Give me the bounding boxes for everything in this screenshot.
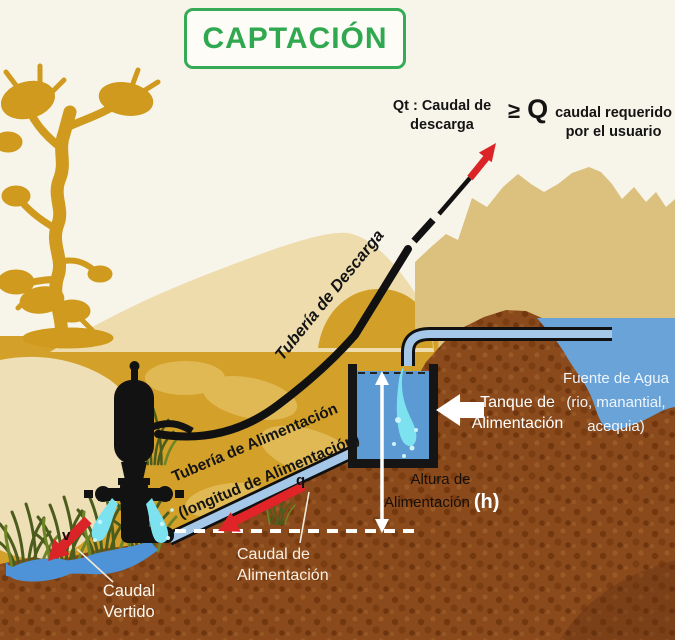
q-definition: caudal requerido por el usuario (555, 105, 672, 140)
spilled-flow-label: Caudal Vertido (102, 582, 156, 622)
white-block-arrow (436, 394, 484, 426)
source-pipe (401, 327, 612, 366)
pale-wash (0, 356, 137, 559)
head-height-arrow (375, 371, 389, 533)
title-box: CAPTACIÓN (184, 8, 406, 69)
feed-tank (348, 364, 438, 468)
soil-ground (0, 310, 675, 640)
red-arrow-discharge (467, 143, 496, 181)
q-symbol: Q (527, 94, 549, 124)
water-source-label: Fuente de Agua (rio, manantial, acequia) (563, 370, 669, 435)
soil-shadow (560, 560, 675, 640)
tree-silhouette (0, 63, 161, 349)
head-label-line2: Alimentación (h) (384, 491, 500, 513)
pump-splash (91, 498, 174, 543)
feed-flow-symbol: q (296, 472, 306, 489)
spilled-flow-symbol: v (62, 527, 71, 544)
feed-pipe (166, 446, 354, 546)
mountain-ridge (415, 167, 675, 340)
feed-flow-label: Caudal de Alimentación (237, 546, 329, 584)
head-symbol: (h) (473, 491, 500, 513)
geq-operator: ≥ (508, 98, 521, 123)
tank-splash (392, 366, 418, 458)
gold-mound (318, 288, 433, 348)
page-title: CAPTACIÓN (202, 21, 388, 55)
tank-label: Tanque de Alimentación (471, 394, 564, 432)
leader-line-q (299, 491, 310, 544)
water-source (537, 318, 675, 430)
red-arrow-feed (218, 481, 307, 532)
discharge-pipe (154, 176, 472, 441)
spill-water (6, 541, 158, 582)
red-arrow-spill (48, 516, 92, 561)
leader-line-v (76, 548, 114, 583)
qt-definition: Qt : Caudal de descarga (392, 98, 492, 133)
ram-pump (84, 361, 194, 543)
formula: Qt : Caudal de descarga ≥ Q caudal reque… (383, 94, 672, 142)
head-label-line1: Altura de (410, 471, 471, 488)
